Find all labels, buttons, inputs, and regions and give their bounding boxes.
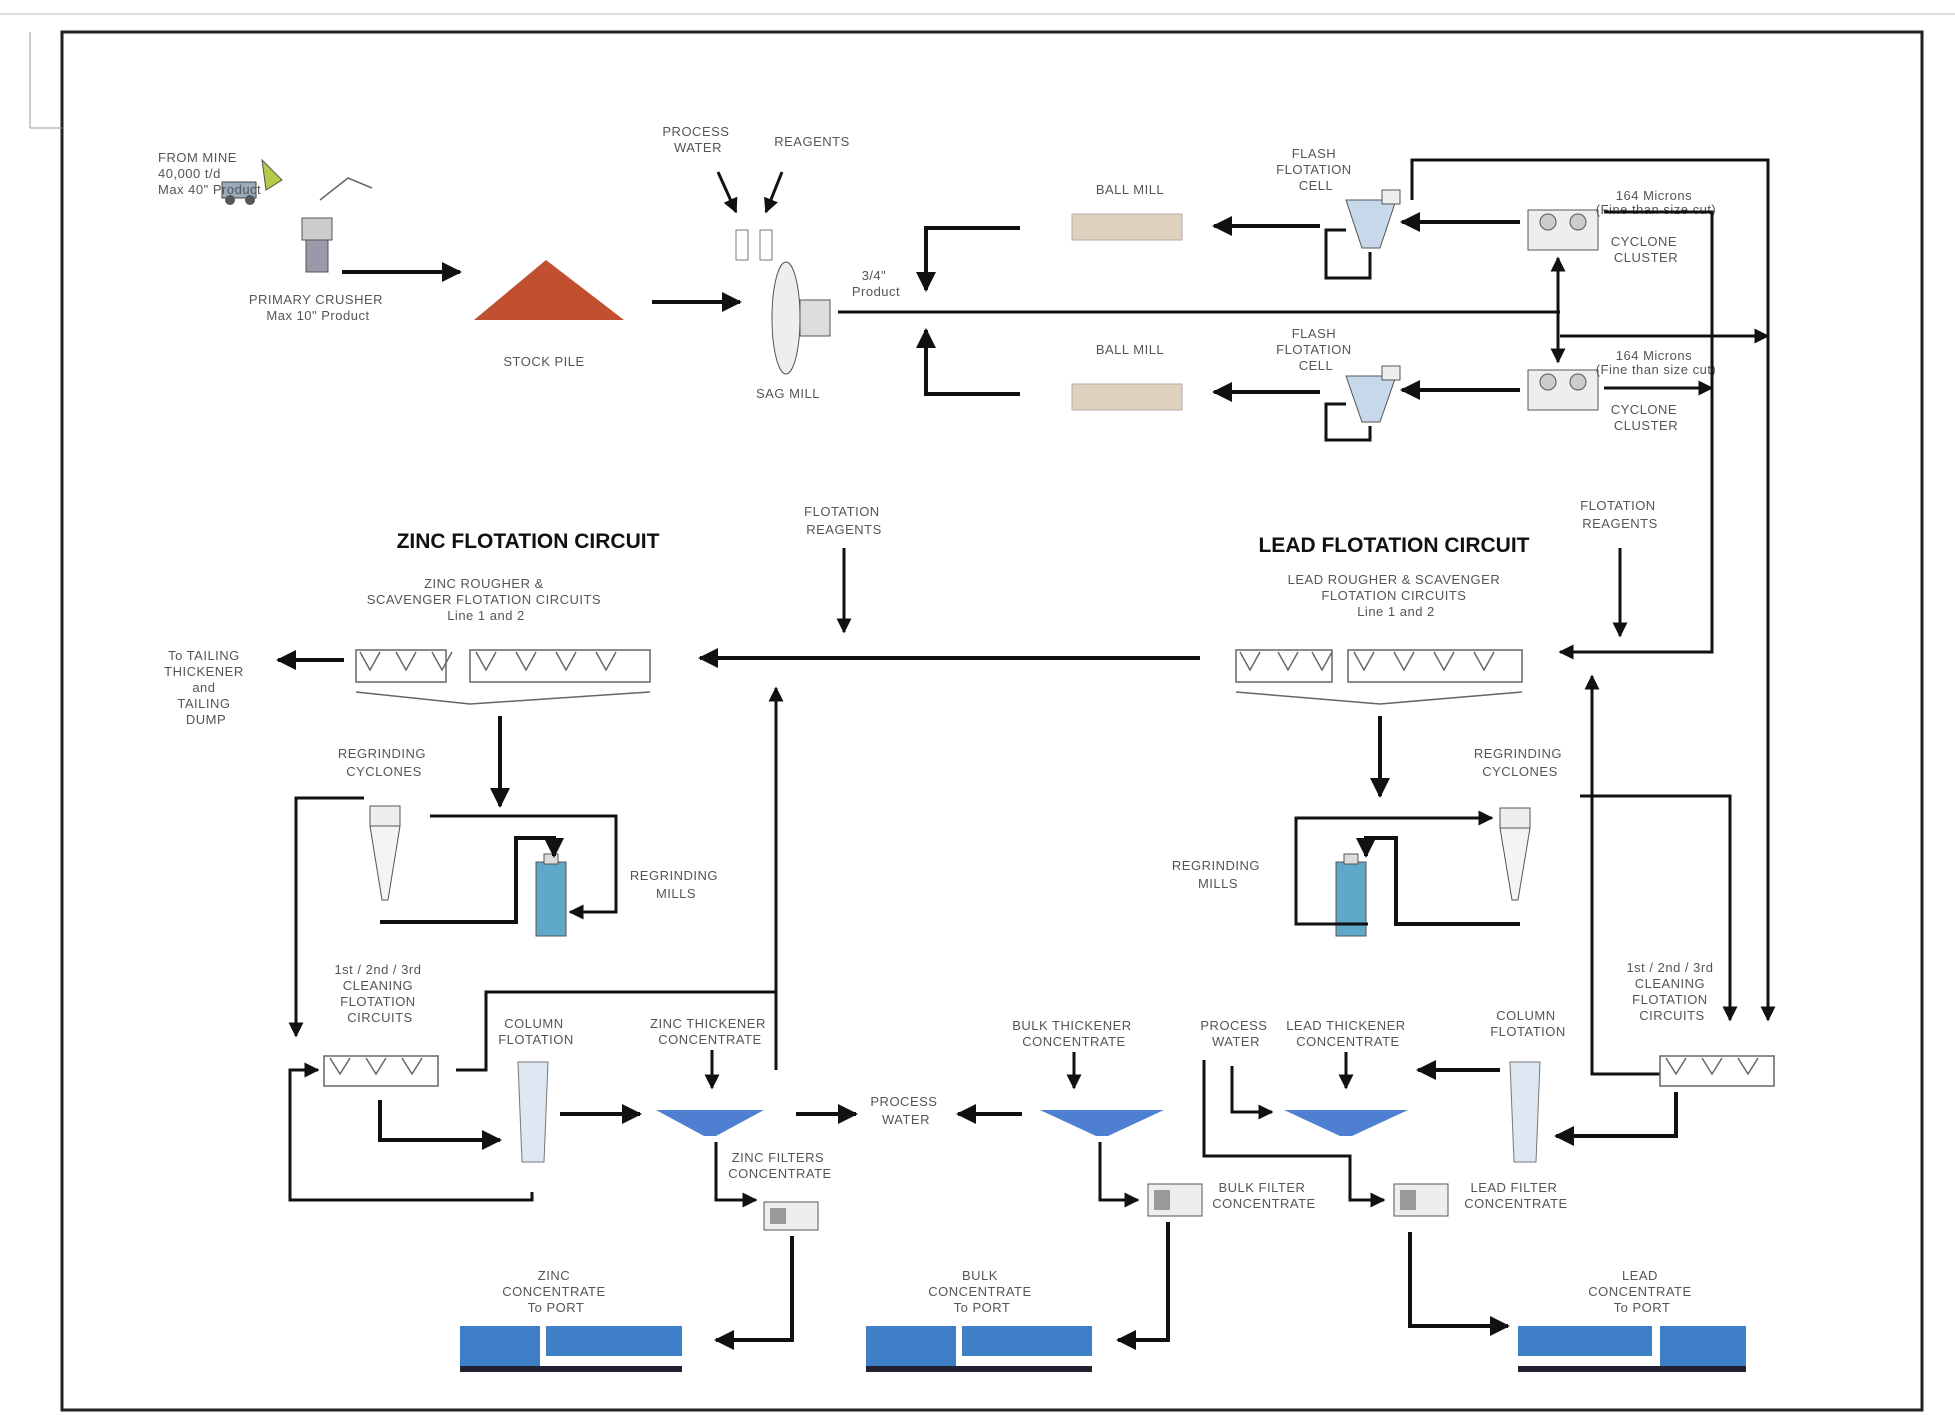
lead-cleaning-label: 1st / 2nd / 3rd CLEANING FLOTATION CIRCU… — [1626, 960, 1717, 1023]
cyclone-2-label: CYCLONE CLUSTER — [1611, 402, 1681, 433]
flotation-reagents-zinc-label: FLOTATION REAGENTS — [804, 504, 884, 537]
from-mine-label: FROM MINE 40,000 t/d Max 40" Product — [158, 150, 261, 197]
process-water-mid-label: PROCESS WATER — [870, 1094, 941, 1127]
flash-flotation-cell-2-icon — [1345, 365, 1401, 423]
sag-product-label: 3/4" Product — [852, 268, 900, 299]
bulk-train-icon — [866, 1326, 1092, 1372]
flash-flotation-cell-1-icon — [1345, 189, 1401, 249]
lead-rougher-label: LEAD ROUGHER & SCAVENGER FLOTATION CIRCU… — [1288, 572, 1505, 619]
lead-thickener-icon — [1284, 1110, 1408, 1136]
flash-flotation-2-label: FLASH FLOTATION CELL — [1276, 326, 1356, 373]
lead-column-label: COLUMN FLOTATION — [1490, 1008, 1566, 1039]
bulk-filter-icon — [1147, 1183, 1203, 1217]
lead-regrinding-mills-label: REGRINDING MILLS — [1172, 858, 1264, 891]
lead-column-flotation-icon — [1509, 1061, 1541, 1163]
bulk-thickener-icon — [1040, 1110, 1164, 1136]
sag-mill-label: SAG MILL — [756, 386, 820, 401]
reagents-label: REAGENTS — [774, 134, 850, 149]
cyclone-1-label: CYCLONE CLUSTER — [1611, 234, 1681, 265]
bulk-filter-label: BULK FILTER CONCENTRATE — [1212, 1180, 1315, 1211]
zinc-thickener-label: ZINC THICKENER CONCENTRATE — [650, 1016, 770, 1047]
cyclone-2-size-label: 164 Microns (Fine than size cut) — [1596, 348, 1717, 377]
zinc-rougher-cell-bank — [355, 649, 651, 705]
zinc-regrinding-mills-label: REGRINDING MILLS — [630, 868, 722, 901]
flotation-reagents-lead-label: FLOTATION REAGENTS — [1580, 498, 1660, 531]
cyclone-cluster-1-icon — [1527, 209, 1599, 251]
top-flow-lines — [342, 158, 1776, 1022]
zinc-filter-icon — [763, 1201, 819, 1231]
sag-mill-icon — [735, 229, 831, 375]
zinc-thickener-icon — [656, 1110, 764, 1136]
to-tailing-label: To TAILING THICKENER and TAILING DUMP — [164, 648, 248, 727]
primary-crusher-label: PRIMARY CRUSHER Max 10" Product — [249, 292, 387, 323]
bottom-flow-lines — [288, 990, 1678, 1350]
primary-crusher-icon — [301, 217, 333, 273]
lead-regrinding-cyclones-label: REGRINDING CYCLONES — [1474, 746, 1566, 779]
process-water-right-label: PROCESS WATER — [1200, 1018, 1271, 1049]
zinc-regrinding-cyclones-label: REGRINDING CYCLONES — [338, 746, 430, 779]
zinc-cleaning-cells-icon — [323, 1055, 439, 1087]
lead-filter-icon — [1393, 1183, 1449, 1217]
zinc-port-label: ZINC CONCENTRATE To PORT — [502, 1268, 610, 1315]
flash-flotation-1-label: FLASH FLOTATION CELL — [1276, 146, 1356, 193]
zinc-filter-label: ZINC FILTERS CONCENTRATE — [728, 1150, 831, 1181]
zinc-column-label: COLUMN FLOTATION — [498, 1016, 574, 1047]
lead-rougher-cell-bank — [1235, 649, 1523, 705]
ball-mill-1-icon — [1071, 213, 1183, 241]
mine-truck-icon — [221, 158, 373, 205]
lead-cleaning-cells-icon — [1659, 1055, 1775, 1087]
process-water-top-label: PROCESS WATER — [662, 124, 733, 155]
lead-regrinding-cyclone-icon — [1499, 807, 1531, 901]
middle-flow-lines — [276, 548, 1738, 1076]
drawing-frame — [0, 13, 1955, 1412]
zinc-cleaning-label: 1st / 2nd / 3rd CLEANING FLOTATION CIRCU… — [334, 962, 425, 1025]
zinc-rougher-label: ZINC ROUGHER & SCAVENGER FLOTATION CIRCU… — [367, 576, 605, 623]
zinc-regrinding-mill-icon — [535, 853, 567, 937]
ball-mill-2-icon — [1071, 383, 1183, 411]
lead-thickener-label: LEAD THICKENER CONCENTRATE — [1286, 1018, 1410, 1049]
lead-flotation-circuit-title: LEAD FLOTATION CIRCUIT — [1258, 534, 1529, 557]
bulk-thickener-label: BULK THICKENER CONCENTRATE — [1012, 1018, 1136, 1049]
zinc-flotation-circuit-title: ZINC FLOTATION CIRCUIT — [397, 530, 660, 553]
stock-pile-icon — [474, 260, 624, 320]
ball-mill-1-label: BALL MILL — [1096, 182, 1164, 197]
zinc-regrinding-cyclone-icon — [369, 805, 401, 901]
zinc-train-icon — [460, 1326, 682, 1372]
stock-pile-label: STOCK PILE — [503, 354, 584, 369]
lead-filter-label: LEAD FILTER CONCENTRATE — [1464, 1180, 1567, 1211]
cyclone-cluster-2-icon — [1527, 369, 1599, 411]
zinc-column-flotation-icon — [517, 1061, 549, 1163]
lead-port-label: LEAD CONCENTRATE To PORT — [1588, 1268, 1696, 1315]
bulk-port-label: BULK CONCENTRATE To PORT — [928, 1268, 1036, 1315]
ball-mill-2-label: BALL MILL — [1096, 342, 1164, 357]
lead-train-icon — [1518, 1326, 1746, 1372]
